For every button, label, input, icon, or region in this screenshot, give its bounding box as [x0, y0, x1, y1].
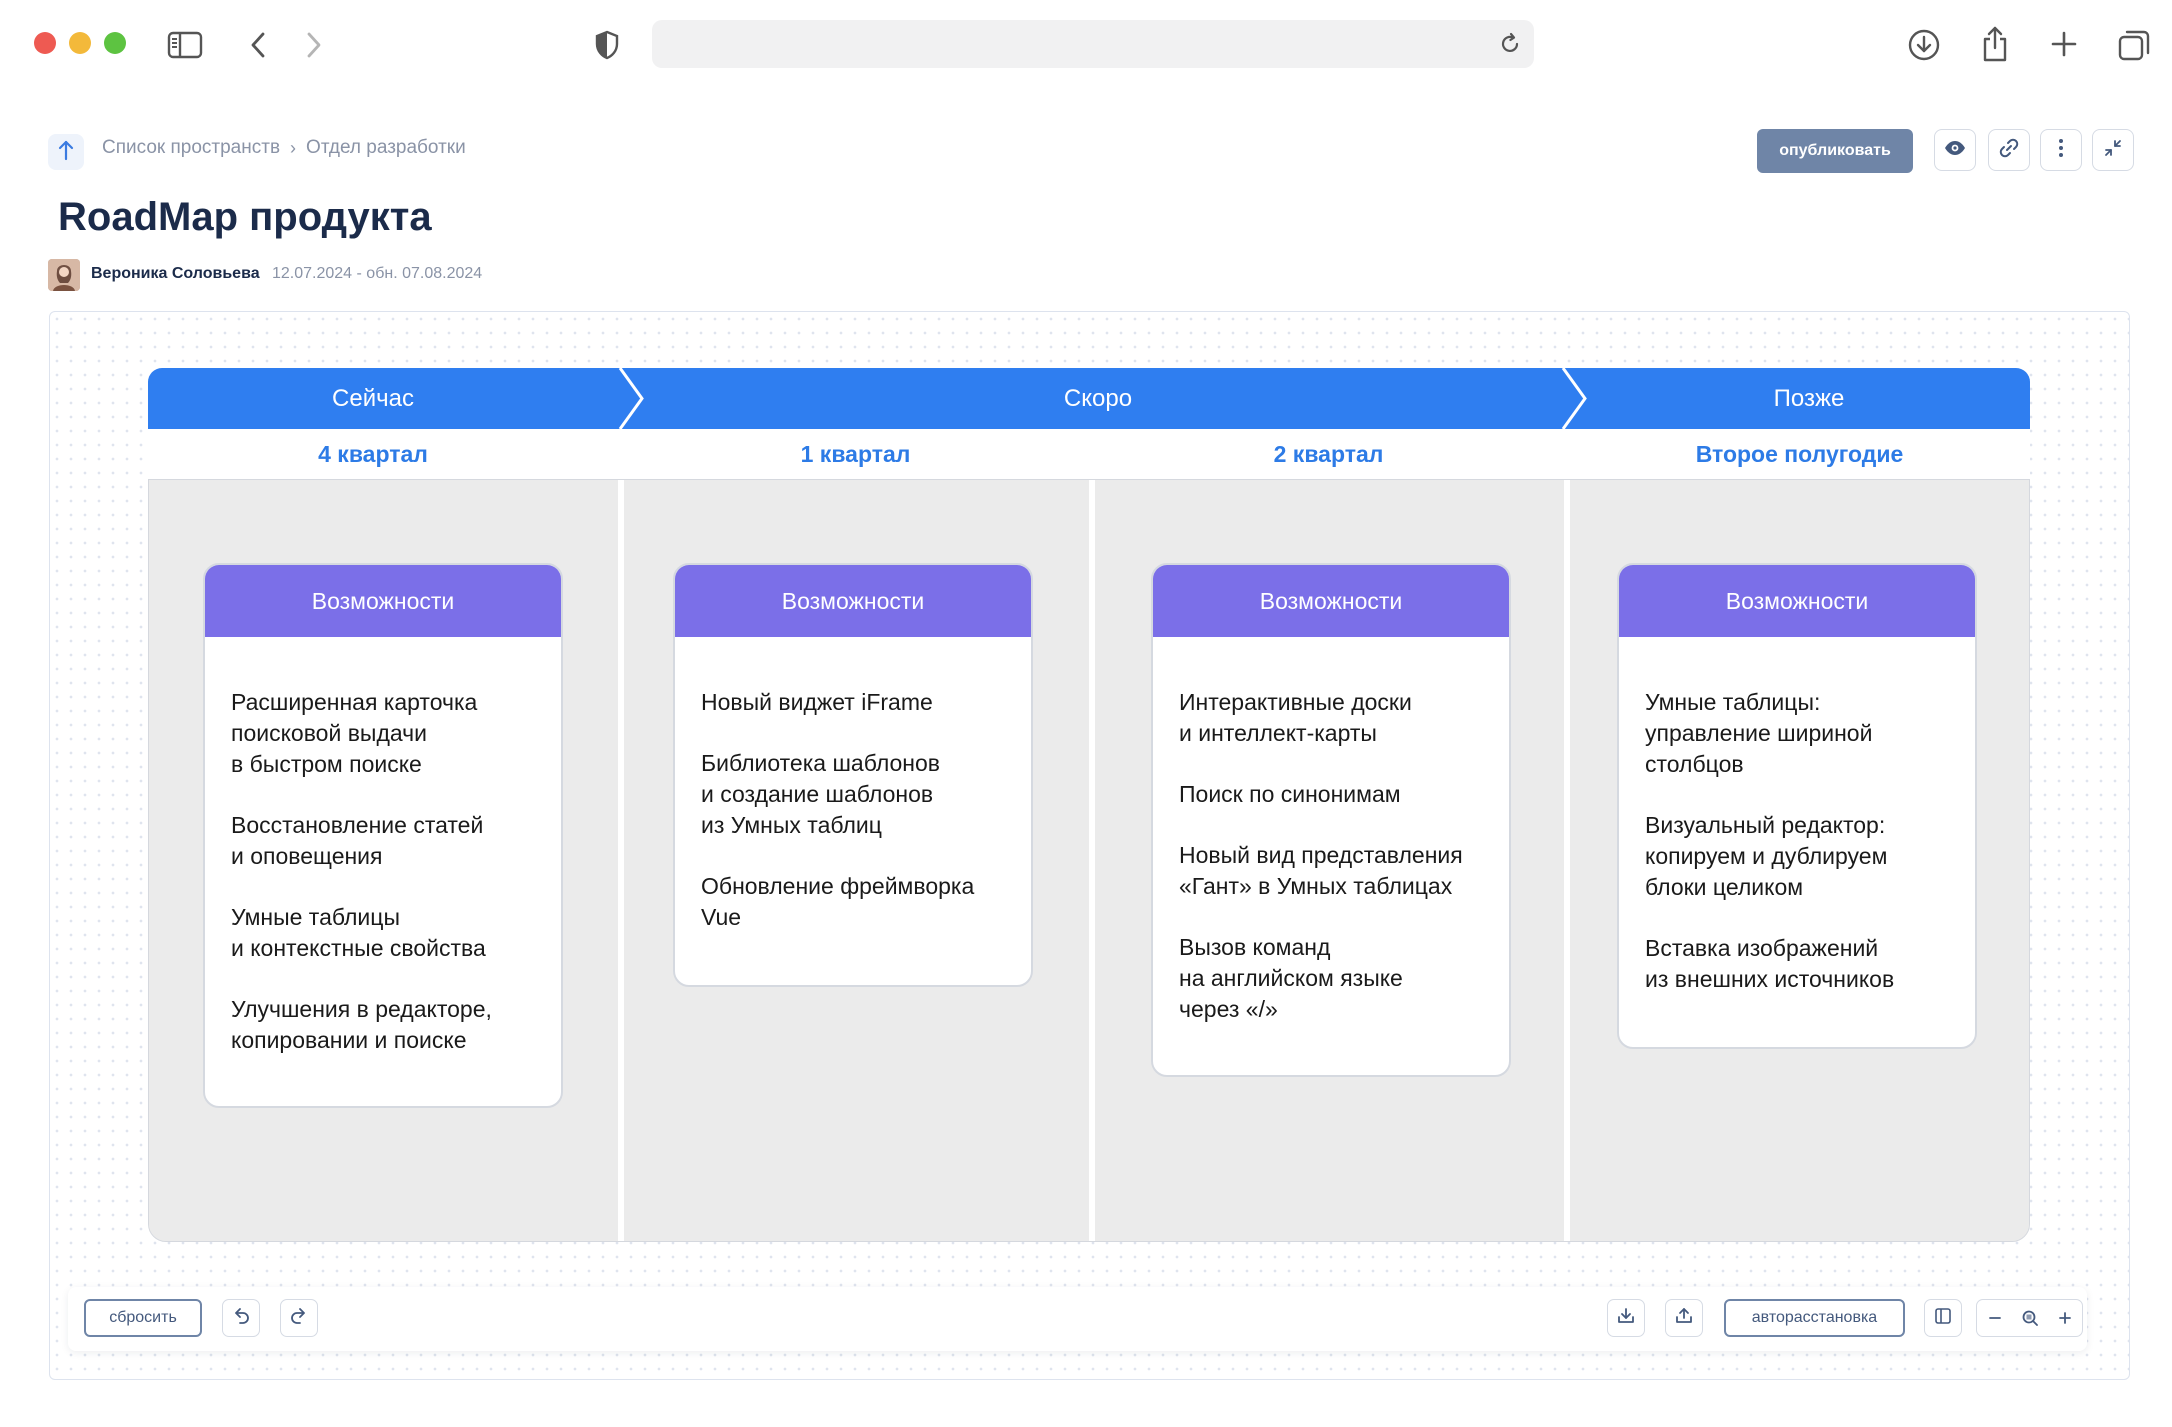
card-item: Вставка изображений из внешних источнико… — [1645, 935, 1895, 992]
zoom-in-icon[interactable] — [2051, 1304, 2079, 1332]
eye-icon — [1944, 140, 1966, 161]
card-title: Возможности — [205, 565, 561, 637]
quarter-label-4: Второе полугодие — [1695, 441, 1904, 467]
download-icon[interactable] — [1906, 27, 1942, 63]
feature-card[interactable]: Возможности Новый виджет iFrame Библиоте… — [673, 563, 1033, 987]
share-icon[interactable] — [1978, 24, 2012, 64]
export-button[interactable] — [1665, 1299, 1703, 1337]
import-button[interactable] — [1607, 1299, 1645, 1337]
card-item: Расширенная карточка поисковой выдачи в … — [231, 689, 478, 777]
export-icon — [1675, 1307, 1693, 1330]
redo-button[interactable] — [280, 1299, 318, 1337]
card-item: Поиск по синонимам — [1179, 781, 1401, 807]
collapse-button[interactable] — [2092, 129, 2134, 171]
link-icon — [1999, 138, 2019, 163]
undo-icon — [232, 1307, 250, 1329]
card-item: Новый вид представления «Гант» в Умных т… — [1179, 842, 1463, 899]
card-item: Визуальный редактор: копируем и дублируе… — [1645, 812, 1888, 900]
address-bar[interactable] — [652, 20, 1534, 68]
page-title: RoadMap продукта — [58, 195, 432, 239]
breadcrumb-root-link[interactable]: Список пространств — [102, 137, 281, 158]
collapse-icon — [2104, 139, 2122, 162]
publish-button[interactable]: опубликовать — [1757, 129, 1913, 173]
author-name[interactable]: Вероника Соловьева — [91, 265, 260, 282]
card-item: Улучшения в редакторе, копировании и пои… — [231, 996, 492, 1053]
card-item: Библиотека шаблонов и создание шаблонов … — [701, 750, 941, 838]
phase-now: Сейчас — [332, 385, 414, 412]
card-item: Интерактивные доски и интеллект-карты — [1179, 689, 1412, 746]
panel-toggle-button[interactable] — [1924, 1299, 1962, 1337]
copy-link-button[interactable] — [1988, 129, 2030, 171]
card-item: Умные таблицы и контекстные свойства — [231, 904, 486, 961]
feature-card[interactable]: Возможности Расширенная карточка поисков… — [203, 563, 563, 1108]
quarter-strip: 4 квартал 1 квартал 2 квартал Второе пол… — [148, 429, 2030, 479]
sidebar-icon[interactable] — [166, 30, 204, 60]
card-item: Восстановление статей и оповещения — [231, 812, 484, 869]
quarter-label-1: 4 квартал — [318, 441, 428, 467]
redo-icon — [290, 1307, 308, 1329]
card-item: Обновление фреймворка Vue — [701, 873, 975, 930]
window-minimize-button[interactable] — [69, 32, 91, 54]
breadcrumb-separator: › — [290, 137, 297, 158]
navigate-up-button[interactable] — [48, 134, 84, 170]
feature-card[interactable]: Возможности Интерактивные доски и интелл… — [1151, 563, 1511, 1077]
phase-soon: Скоро — [1063, 385, 1133, 412]
new-tab-icon[interactable] — [2048, 28, 2080, 60]
more-vertical-icon — [2058, 138, 2064, 163]
card-title: Возможности — [1619, 565, 1975, 637]
page-dates: 12.07.2024 - обн. 07.08.2024 — [272, 265, 483, 282]
shield-icon[interactable] — [592, 28, 622, 62]
tabs-icon[interactable] — [2116, 27, 2152, 63]
card-item: Умные таблицы: управление шириной столбц… — [1645, 689, 1873, 777]
feature-card[interactable]: Возможности Умные таблицы: управление ши… — [1617, 563, 1977, 1049]
card-item: Вызов команд на английском языке через «… — [1179, 934, 1403, 1022]
breadcrumb-current[interactable]: Отдел разработки — [306, 137, 466, 158]
breadcrumb: Список пространств › Отдел разработки — [102, 137, 466, 159]
arrow-up-icon — [57, 139, 75, 166]
reset-button[interactable]: сбросить — [84, 1299, 202, 1337]
zoom-out-icon[interactable] — [1981, 1304, 2009, 1332]
forward-icon[interactable] — [300, 28, 328, 62]
preview-button[interactable] — [1934, 129, 1976, 171]
zoom-reset-icon[interactable] — [2016, 1304, 2044, 1332]
quarter-label-3: 2 квартал — [1273, 441, 1384, 467]
undo-button[interactable] — [222, 1299, 260, 1337]
column-divider — [1564, 480, 1570, 1241]
zoom-controls — [1976, 1299, 2083, 1337]
roadmap-board: Сейчас Скоро Позже 4 квартал 1 квартал 2… — [148, 368, 2030, 1242]
more-options-button[interactable] — [2040, 129, 2082, 171]
canvas-toolbar: сбросить авторасстановка — [68, 1287, 2087, 1351]
card-title: Возможности — [1153, 565, 1509, 637]
autolayout-button[interactable]: авторасстановка — [1724, 1299, 1905, 1337]
import-icon — [1617, 1307, 1635, 1330]
reload-icon[interactable] — [1496, 30, 1524, 58]
card-item: Новый виджет iFrame — [701, 689, 933, 715]
phase-band — [148, 368, 2030, 429]
avatar — [48, 259, 80, 291]
window-close-button[interactable] — [34, 32, 56, 54]
column-divider — [618, 480, 624, 1241]
quarter-label-2: 1 квартал — [800, 441, 911, 467]
window-zoom-button[interactable] — [104, 32, 126, 54]
back-icon[interactable] — [244, 28, 272, 62]
phase-later: Позже — [1773, 385, 1845, 412]
card-title: Возможности — [675, 565, 1031, 637]
panel-icon — [1934, 1307, 1952, 1330]
column-divider — [1089, 480, 1095, 1241]
